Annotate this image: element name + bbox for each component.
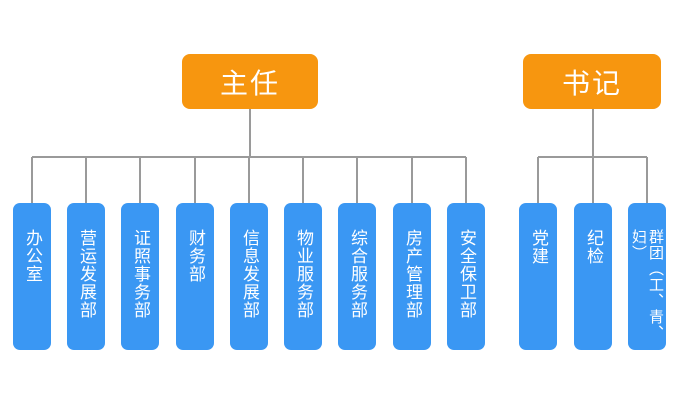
- dept-label: 物业服务部: [293, 229, 313, 319]
- dept-operations-development: 营运发展部: [67, 203, 105, 350]
- director-box: 主任: [182, 54, 318, 109]
- director-label: 主任: [219, 66, 280, 100]
- dept-mass-organizations: 群团（工、青、妇）: [628, 203, 666, 350]
- dept-party-building: 党建: [519, 203, 557, 350]
- secretary-box: 书记: [523, 54, 661, 109]
- dept-label: 证照事务部: [130, 229, 150, 319]
- dept-label: 纪检: [583, 229, 603, 265]
- dept-general-service: 综合服务部: [338, 203, 376, 350]
- dept-real-estate-management: 房产管理部: [393, 203, 431, 350]
- dept-property-service: 物业服务部: [284, 203, 322, 350]
- dept-label: 安全保卫部: [456, 229, 476, 319]
- dept-label: 房产管理部: [402, 229, 422, 319]
- dept-label: 综合服务部: [347, 229, 367, 319]
- dept-security: 安全保卫部: [447, 203, 485, 350]
- dept-label: 财务部: [185, 229, 205, 283]
- dept-label: 群团（工、青、妇）: [630, 229, 665, 341]
- dept-license-affairs: 证照事务部: [121, 203, 159, 350]
- dept-label: 营运发展部: [76, 229, 96, 319]
- secretary-label: 书记: [561, 66, 622, 100]
- dept-label: 党建: [528, 229, 548, 265]
- dept-information-development: 信息发展部: [230, 203, 268, 350]
- dept-discipline-inspection: 纪检: [574, 203, 612, 350]
- dept-label: 办公室: [22, 229, 42, 283]
- dept-office: 办公室: [13, 203, 51, 350]
- dept-finance: 财务部: [176, 203, 214, 350]
- dept-label: 信息发展部: [239, 229, 259, 319]
